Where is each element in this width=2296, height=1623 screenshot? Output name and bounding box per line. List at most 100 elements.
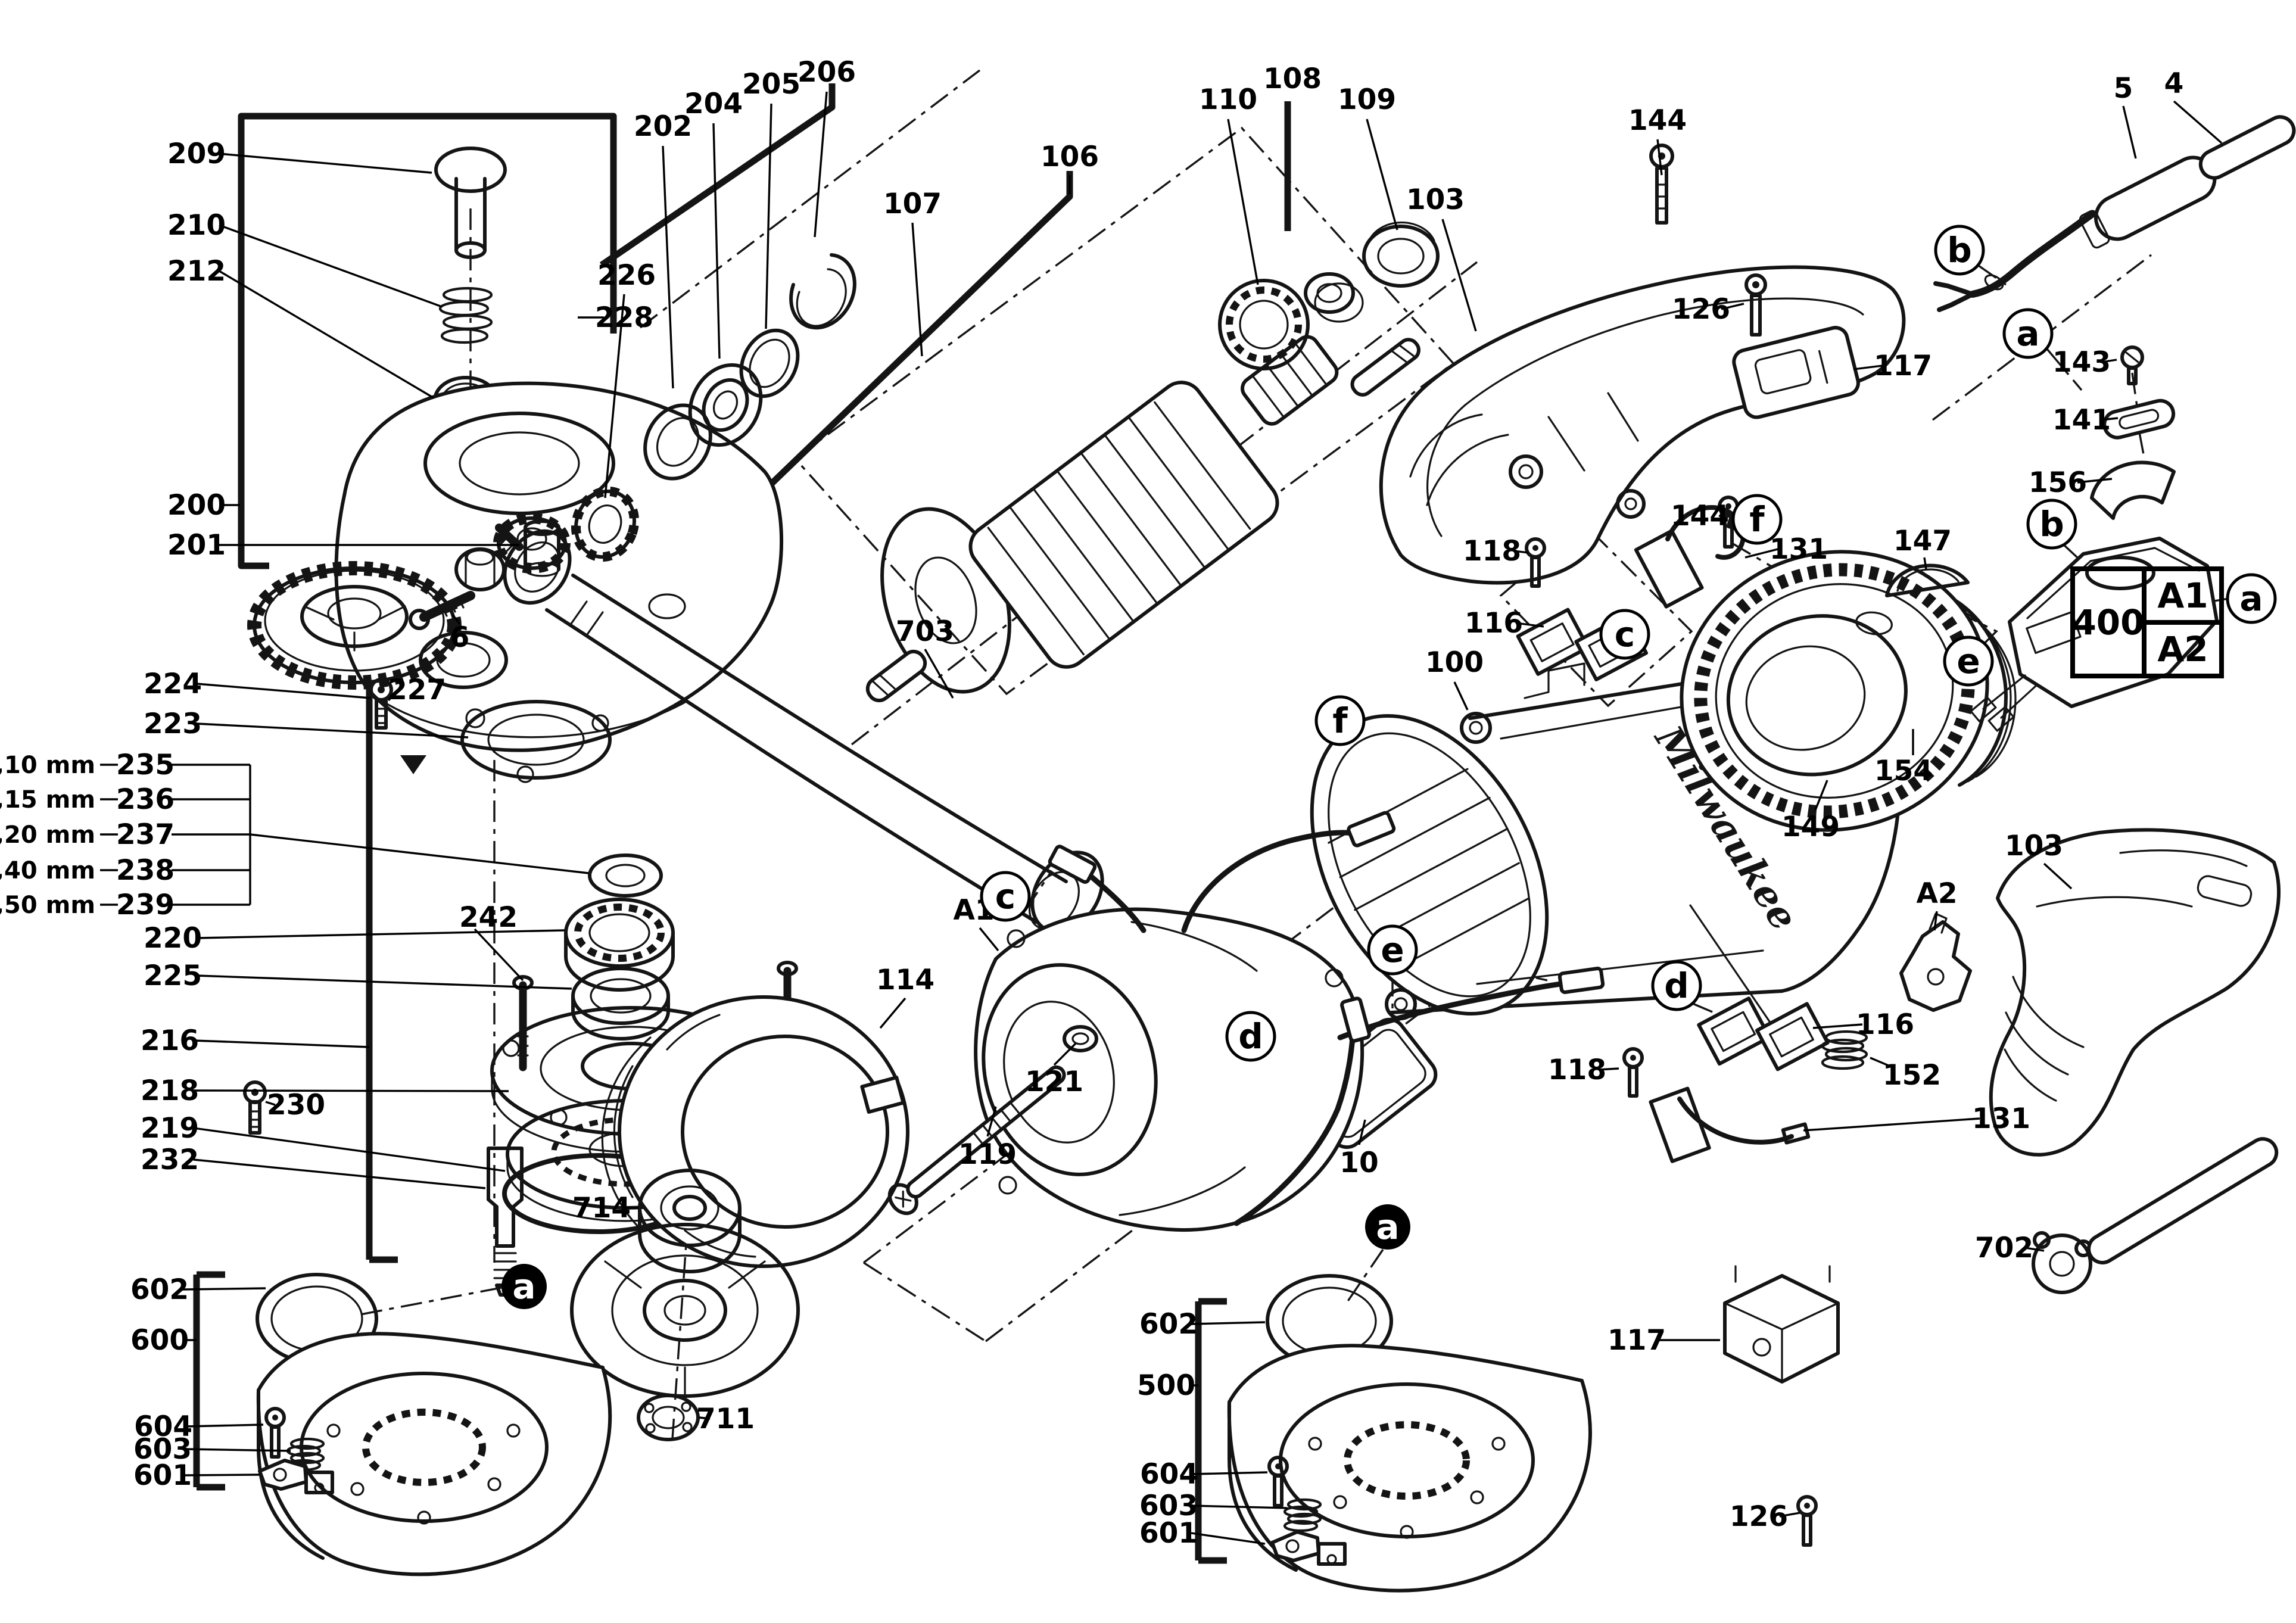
handle-shell-103-rear: [1989, 828, 2281, 1157]
leader-103: [1441, 219, 1477, 332]
leader-604: [185, 1423, 264, 1428]
callout-237: 237: [116, 818, 175, 851]
marker-letter-d: d: [1664, 965, 1689, 1006]
callout-232: 232: [141, 1144, 199, 1176]
callout-10: 10: [1339, 1147, 1378, 1179]
callout-116: 116: [1856, 1008, 1914, 1041]
leader-141: [2101, 417, 2119, 421]
marker-f-circle: [1731, 494, 1783, 545]
callout-100: 100: [1425, 646, 1484, 679]
ref-box-a2: A2: [2157, 629, 2208, 669]
callout-703: 703: [896, 615, 954, 648]
callout-205: 205: [742, 68, 800, 101]
callout-106: 106: [1040, 141, 1099, 173]
leader-126: [1721, 303, 1744, 310]
screw-604-left: [264, 1407, 286, 1459]
leader-242: [473, 928, 524, 982]
callout-604: 604: [1140, 1458, 1198, 1491]
leader-702: [2024, 1247, 2045, 1252]
leader-603: [1191, 1504, 1288, 1509]
callout-103: 103: [2005, 830, 2063, 862]
marker-letter-f: f: [1332, 700, 1348, 741]
leader-143: [2101, 359, 2117, 363]
leader-103: [2043, 862, 2073, 890]
leader-100: [1453, 681, 1469, 711]
seal-225: [571, 967, 670, 1041]
callout-209: 209: [167, 138, 226, 170]
carbon-brush-131-bottom: [1649, 1086, 1811, 1163]
callout-238: 238: [116, 854, 175, 887]
screw-230: [243, 1080, 267, 1135]
cord-clamp-141: [2102, 398, 2176, 440]
latch-601-left: [258, 1459, 334, 1494]
leader-131: [1803, 1117, 1980, 1132]
measurement-value-237: 0,20 mm: [0, 821, 95, 849]
bearing-110: [1218, 279, 1310, 370]
callout-144: 144: [1628, 104, 1687, 137]
callout-702: 702: [1975, 1232, 2033, 1264]
screw-227: [369, 678, 393, 730]
pin-wrench-702: [2032, 1137, 2279, 1294]
callout-227: 227: [388, 674, 446, 706]
callout-152: 152: [1883, 1059, 1941, 1092]
callout-108: 108: [1263, 63, 1322, 95]
lock-washer-226: [571, 486, 640, 562]
callout-216: 216: [141, 1024, 199, 1057]
marker-filled-a-circle: [501, 1264, 547, 1309]
marker-c-circle: [1599, 609, 1650, 660]
callout-109: 109: [1338, 83, 1396, 116]
leader-156: [2077, 478, 2113, 484]
leader-109: [1366, 119, 1398, 230]
callout-218: 218: [141, 1074, 199, 1107]
marker-letter-b: b: [2039, 504, 2064, 544]
callout-202: 202: [634, 110, 692, 143]
callout-714: 714: [572, 1192, 631, 1225]
callout-204: 204: [684, 88, 743, 120]
callout-119: 119: [958, 1138, 1017, 1171]
callout-4: 4: [2164, 67, 2184, 100]
leader-224: [196, 683, 371, 699]
marker-letter-c: c: [1615, 614, 1635, 655]
callout-206: 206: [797, 56, 856, 89]
marker-letter-d: d: [1238, 1016, 1263, 1057]
leader-210: [219, 224, 443, 308]
screw-604-right: [1267, 1456, 1289, 1507]
lock-plate-223: [460, 700, 612, 783]
callout-114: 114: [876, 964, 934, 996]
marker-filled-a-circle: [1365, 1204, 1410, 1250]
callout-220: 220: [144, 922, 202, 955]
clamp-nut-711: [637, 1394, 700, 1441]
leader-126: [1779, 1512, 1800, 1518]
callout-603: 603: [1139, 1490, 1198, 1522]
spring-603-right: [1283, 1498, 1322, 1532]
marker-letter-a: a: [2016, 313, 2039, 354]
leader-603: [185, 1448, 291, 1452]
leader-219: [193, 1127, 506, 1172]
leader-225: [196, 974, 572, 990]
leader-5: [2122, 105, 2137, 159]
measurement-connector: [250, 833, 589, 874]
leader-116: [1515, 622, 1544, 628]
screw-126-top: [1744, 273, 1767, 337]
callout-600: 600: [130, 1324, 189, 1357]
screw-118-top: [1525, 537, 1546, 588]
leader-118: [1513, 550, 1529, 554]
callout-A2: A2: [1916, 877, 1957, 910]
leader-119: [986, 1106, 997, 1137]
leader-144: [1718, 515, 1725, 518]
callout-117: 117: [1607, 1324, 1666, 1357]
callout-144: 144: [1671, 500, 1729, 532]
leader-601: [1191, 1532, 1266, 1545]
leader-202: [662, 145, 674, 389]
leader-205: [765, 103, 772, 329]
lock-off-lever-A2: [1899, 912, 1972, 1012]
callout-154: 154: [1874, 755, 1933, 787]
callout-224: 224: [144, 668, 202, 700]
latch-601-right: [1270, 1530, 1347, 1566]
measurement-value-239: 0,50 mm: [0, 892, 95, 919]
marker-letter-e: e: [1957, 641, 1980, 681]
callout-126: 126: [1672, 293, 1730, 326]
leader-152: [1870, 1057, 1893, 1068]
